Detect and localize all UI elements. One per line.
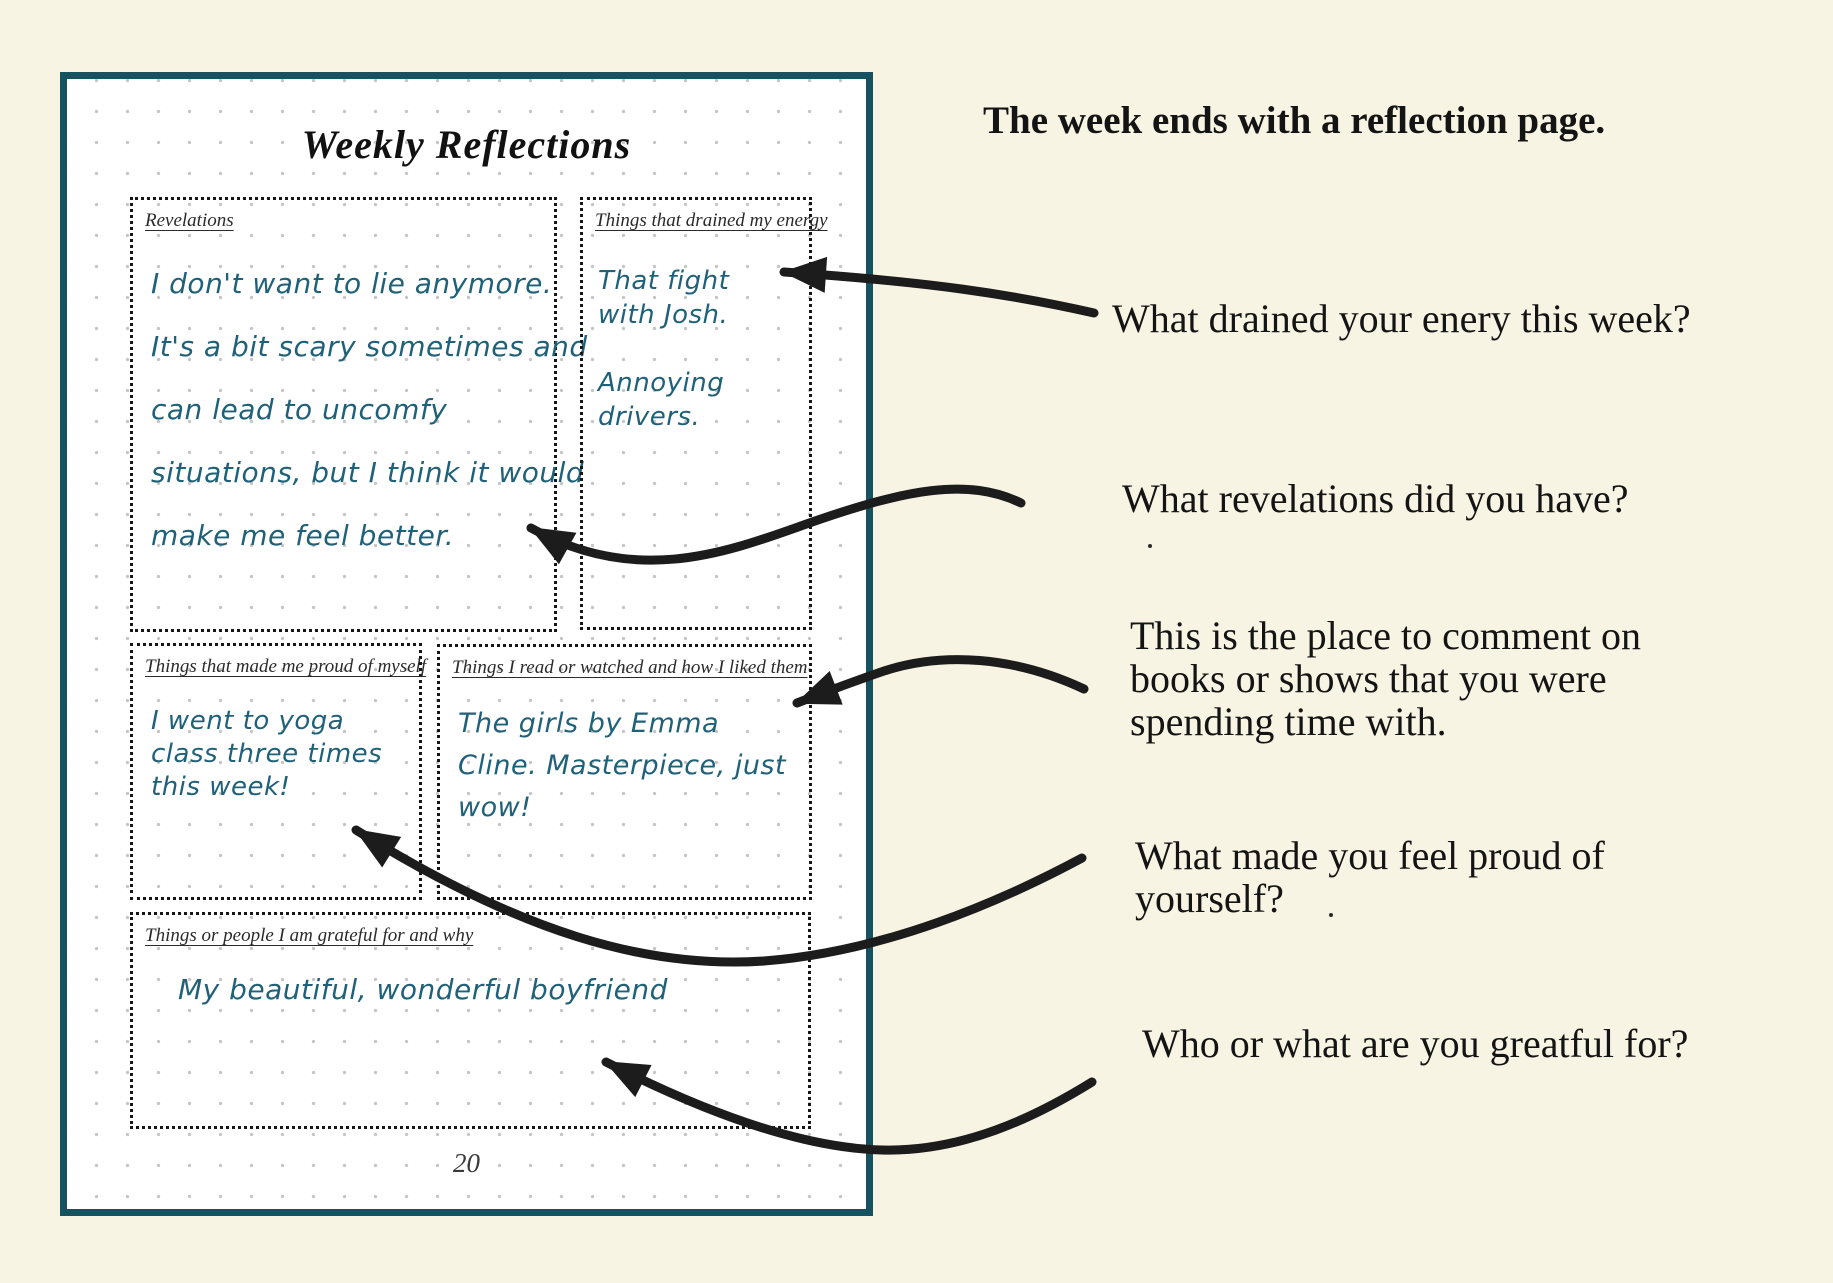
read-watched-box: Things I read or watched and how I liked… (437, 644, 812, 900)
handwriting-line: situations, but I think it would (151, 456, 585, 489)
handwriting-line: drivers. (598, 402, 701, 432)
grateful-box-header: Things or people I am grateful for and w… (145, 925, 474, 946)
annotation-revelations: What revelations did you have? (1122, 476, 1629, 521)
handwriting-line: Cline. Masterpiece, just (458, 750, 787, 781)
read-watched-handwriting: The girls by Emma Cline. Masterpiece, ju… (458, 703, 786, 829)
stray-period-mark (1329, 913, 1333, 917)
annotation-drained: What drained your enery this week? (1112, 296, 1691, 341)
revelations-box: Revelations I don't want to lie anymore.… (130, 197, 587, 632)
grateful-handwriting: My beautiful, wonderful boyfriend (178, 973, 668, 1007)
annotation-grateful: Who or what are you greatful for? (1142, 1021, 1689, 1066)
handwriting-line: class three times (151, 739, 383, 769)
handwriting-line: That fight (598, 266, 730, 296)
stray-period-mark (1148, 544, 1152, 548)
annotation-proud: What made you feel proud of yourself? (1135, 833, 1605, 921)
revelations-box-header: Revelations (145, 210, 234, 231)
grateful-box: Things or people I am grateful for and w… (130, 912, 811, 1129)
drained-handwriting-paragraph: Annoying drivers. (598, 366, 724, 434)
read-watched-box-header: Things I read or watched and how I liked… (452, 657, 808, 678)
drained-handwriting-paragraph: That fight with Josh. (598, 264, 729, 332)
handwriting-line: My beautiful, wonderful boyfriend (178, 973, 668, 1006)
handwriting-line: It's a bit scary sometimes and (151, 330, 588, 363)
annotation-read: This is the place to comment on books or… (1130, 613, 1641, 744)
handwriting-line: can lead to uncomfy (151, 393, 448, 426)
proud-box-header: Things that made me proud of myself (145, 656, 427, 677)
handwriting-line: this week! (151, 772, 291, 802)
proud-box: Things that made me proud of myself I we… (130, 643, 426, 900)
journal-page-title: Weekly Reflections (301, 122, 632, 167)
proud-handwriting: I went to yoga class three times this we… (151, 705, 382, 804)
handwriting-line: Annoying (598, 368, 725, 398)
handwriting-line: make me feel better. (151, 519, 455, 552)
annotation-heading: The week ends with a reflection page. (983, 99, 1606, 142)
drained-energy-box: Things that drained my energy That fight… (580, 197, 828, 630)
handwriting-line: The girls by Emma (458, 708, 720, 739)
revelations-handwriting: I don't want to lie anymore. It's a bit … (151, 252, 588, 567)
handwriting-line: I don't want to lie anymore. (151, 267, 553, 300)
journal-page: Weekly Reflections Revelations I don't w… (60, 72, 873, 1216)
page-number: 20 (453, 1148, 480, 1178)
handwriting-line: wow! (458, 792, 532, 823)
handwriting-line: I went to yoga (151, 706, 345, 736)
handwriting-line: with Josh. (598, 300, 729, 330)
drained-energy-box-header: Things that drained my energy (595, 210, 828, 231)
